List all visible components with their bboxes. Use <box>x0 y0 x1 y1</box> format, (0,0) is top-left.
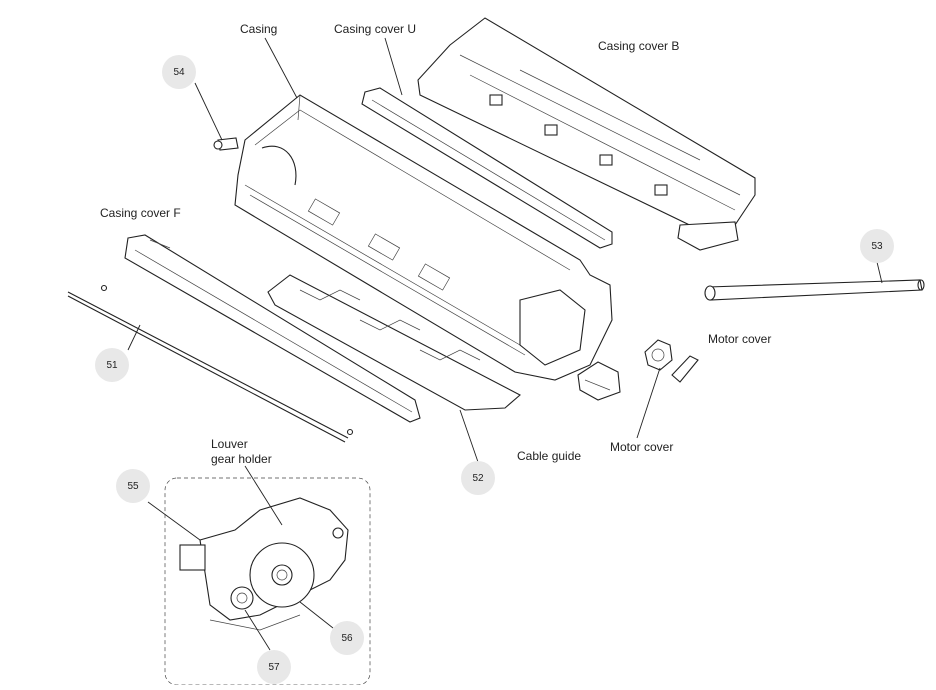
motor-cover-part-2 <box>671 355 699 383</box>
callout-54: 54 <box>162 55 196 89</box>
cable-guide-part <box>577 361 621 401</box>
callout-51: 51 <box>95 348 129 382</box>
label-motor-cover-2: Motor cover <box>610 440 674 454</box>
motor-cover-part-1 <box>644 339 673 371</box>
callout-56: 56 <box>330 621 364 655</box>
louver-gear-holder-part <box>179 497 349 631</box>
label-motor-cover-1: Motor cover <box>708 332 772 346</box>
casing-part <box>234 94 613 381</box>
label-casing-cover-f: Casing cover F <box>100 206 181 220</box>
casing-cover-f-part <box>124 234 421 423</box>
callout-52: 52 <box>461 461 495 495</box>
label-gear-holder: gear holder <box>211 452 272 466</box>
leader-lines <box>127 37 883 651</box>
label-louver: Louver <box>211 437 248 451</box>
callout-57: 57 <box>257 650 291 684</box>
casing-cover-b-part <box>417 17 756 251</box>
label-cable-guide: Cable guide <box>517 449 582 463</box>
vane-frame-part <box>267 274 521 411</box>
callout-53: 53 <box>860 229 894 263</box>
label-casing-cover-u: Casing cover U <box>334 22 417 36</box>
callout-55: 55 <box>116 469 150 503</box>
label-casing: Casing <box>240 22 278 36</box>
louver-strip-part <box>67 284 354 443</box>
casing-cover-u-part <box>361 87 613 249</box>
fan-shaft-part <box>704 279 925 301</box>
screw-part <box>213 137 239 151</box>
label-casing-cover-b: Casing cover B <box>598 39 680 53</box>
